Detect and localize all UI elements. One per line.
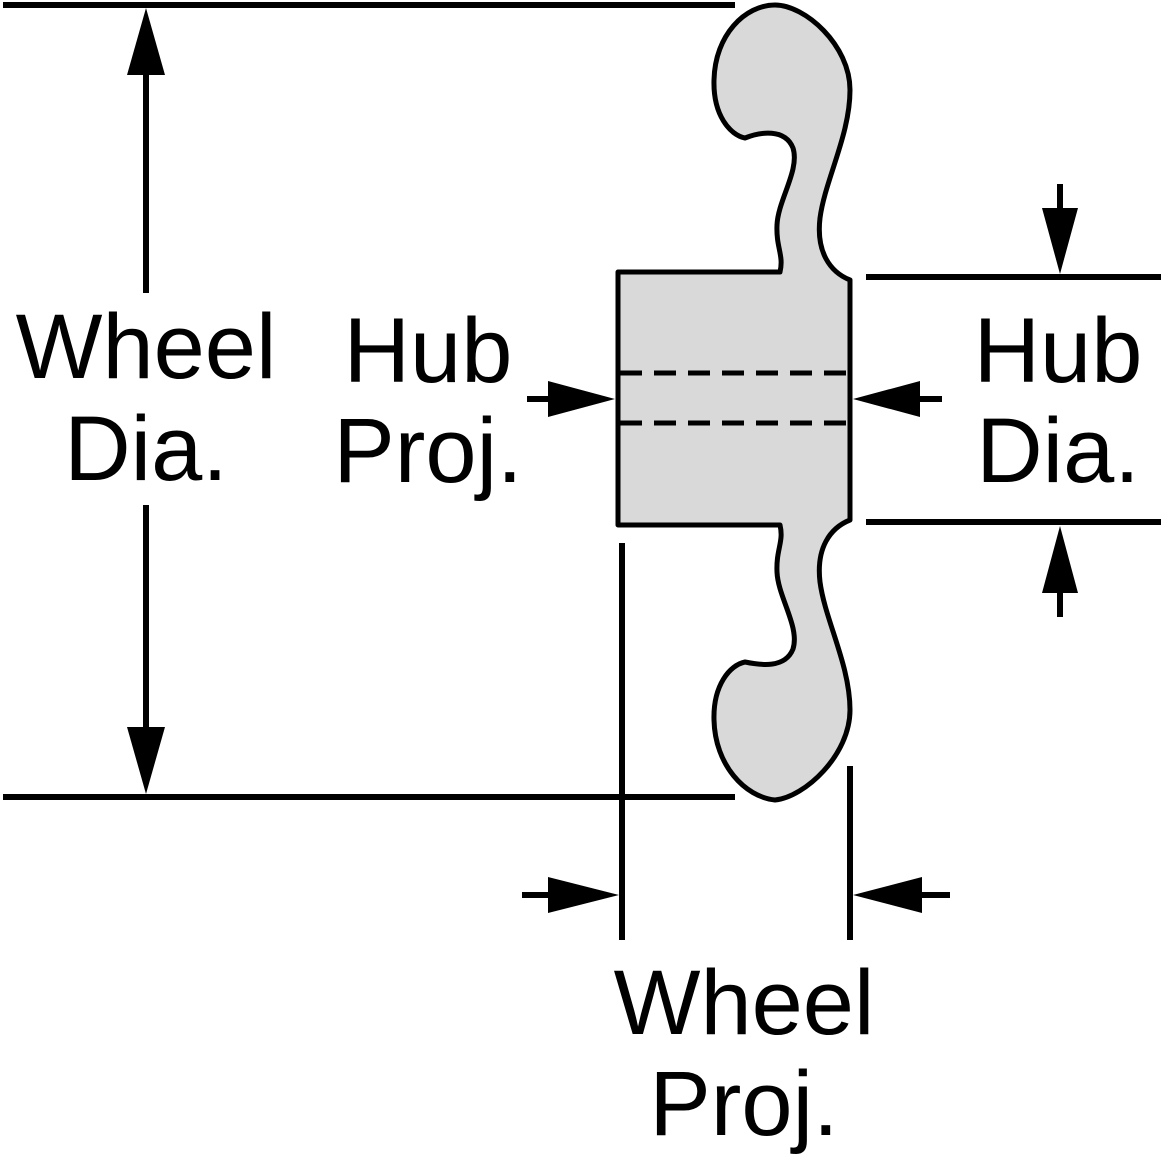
wheel-proj-dimension: Wheel Proj. <box>522 543 950 1155</box>
wheel-proj-arrowhead-left-pointing <box>853 877 922 913</box>
hub-dia-label-line2: Dia. <box>976 400 1140 502</box>
hub-proj-label-line1: Hub <box>344 300 513 402</box>
wheel-dia-label-line2: Dia. <box>64 398 228 500</box>
hub-dia-dimension: Hub Dia. <box>866 184 1161 617</box>
wheel-body <box>615 2 853 803</box>
hub-dia-arrowhead-down <box>1042 208 1078 274</box>
wheel-dia-arrowhead-down <box>127 727 165 794</box>
hub-proj-dimension: Hub Proj. <box>333 300 942 502</box>
hub-proj-label-line2: Proj. <box>333 400 522 502</box>
hub-proj-arrowhead-right <box>853 381 920 417</box>
wheel-proj-arrowhead-right-pointing <box>548 877 619 913</box>
wheel-dia-dimension: Wheel Dia. <box>3 2 735 800</box>
wheel-dia-label-line1: Wheel <box>16 296 277 398</box>
wheel-dia-arrowhead-up <box>127 8 165 75</box>
hub-dia-label-line1: Hub <box>974 300 1143 402</box>
wheel-proj-label-line1: Wheel <box>614 952 875 1054</box>
hub-proj-arrowhead-left <box>548 381 615 417</box>
hub-dia-arrowhead-up <box>1042 526 1078 593</box>
wheel-proj-label-line2: Proj. <box>649 1053 838 1155</box>
wheel-profile <box>615 2 853 803</box>
